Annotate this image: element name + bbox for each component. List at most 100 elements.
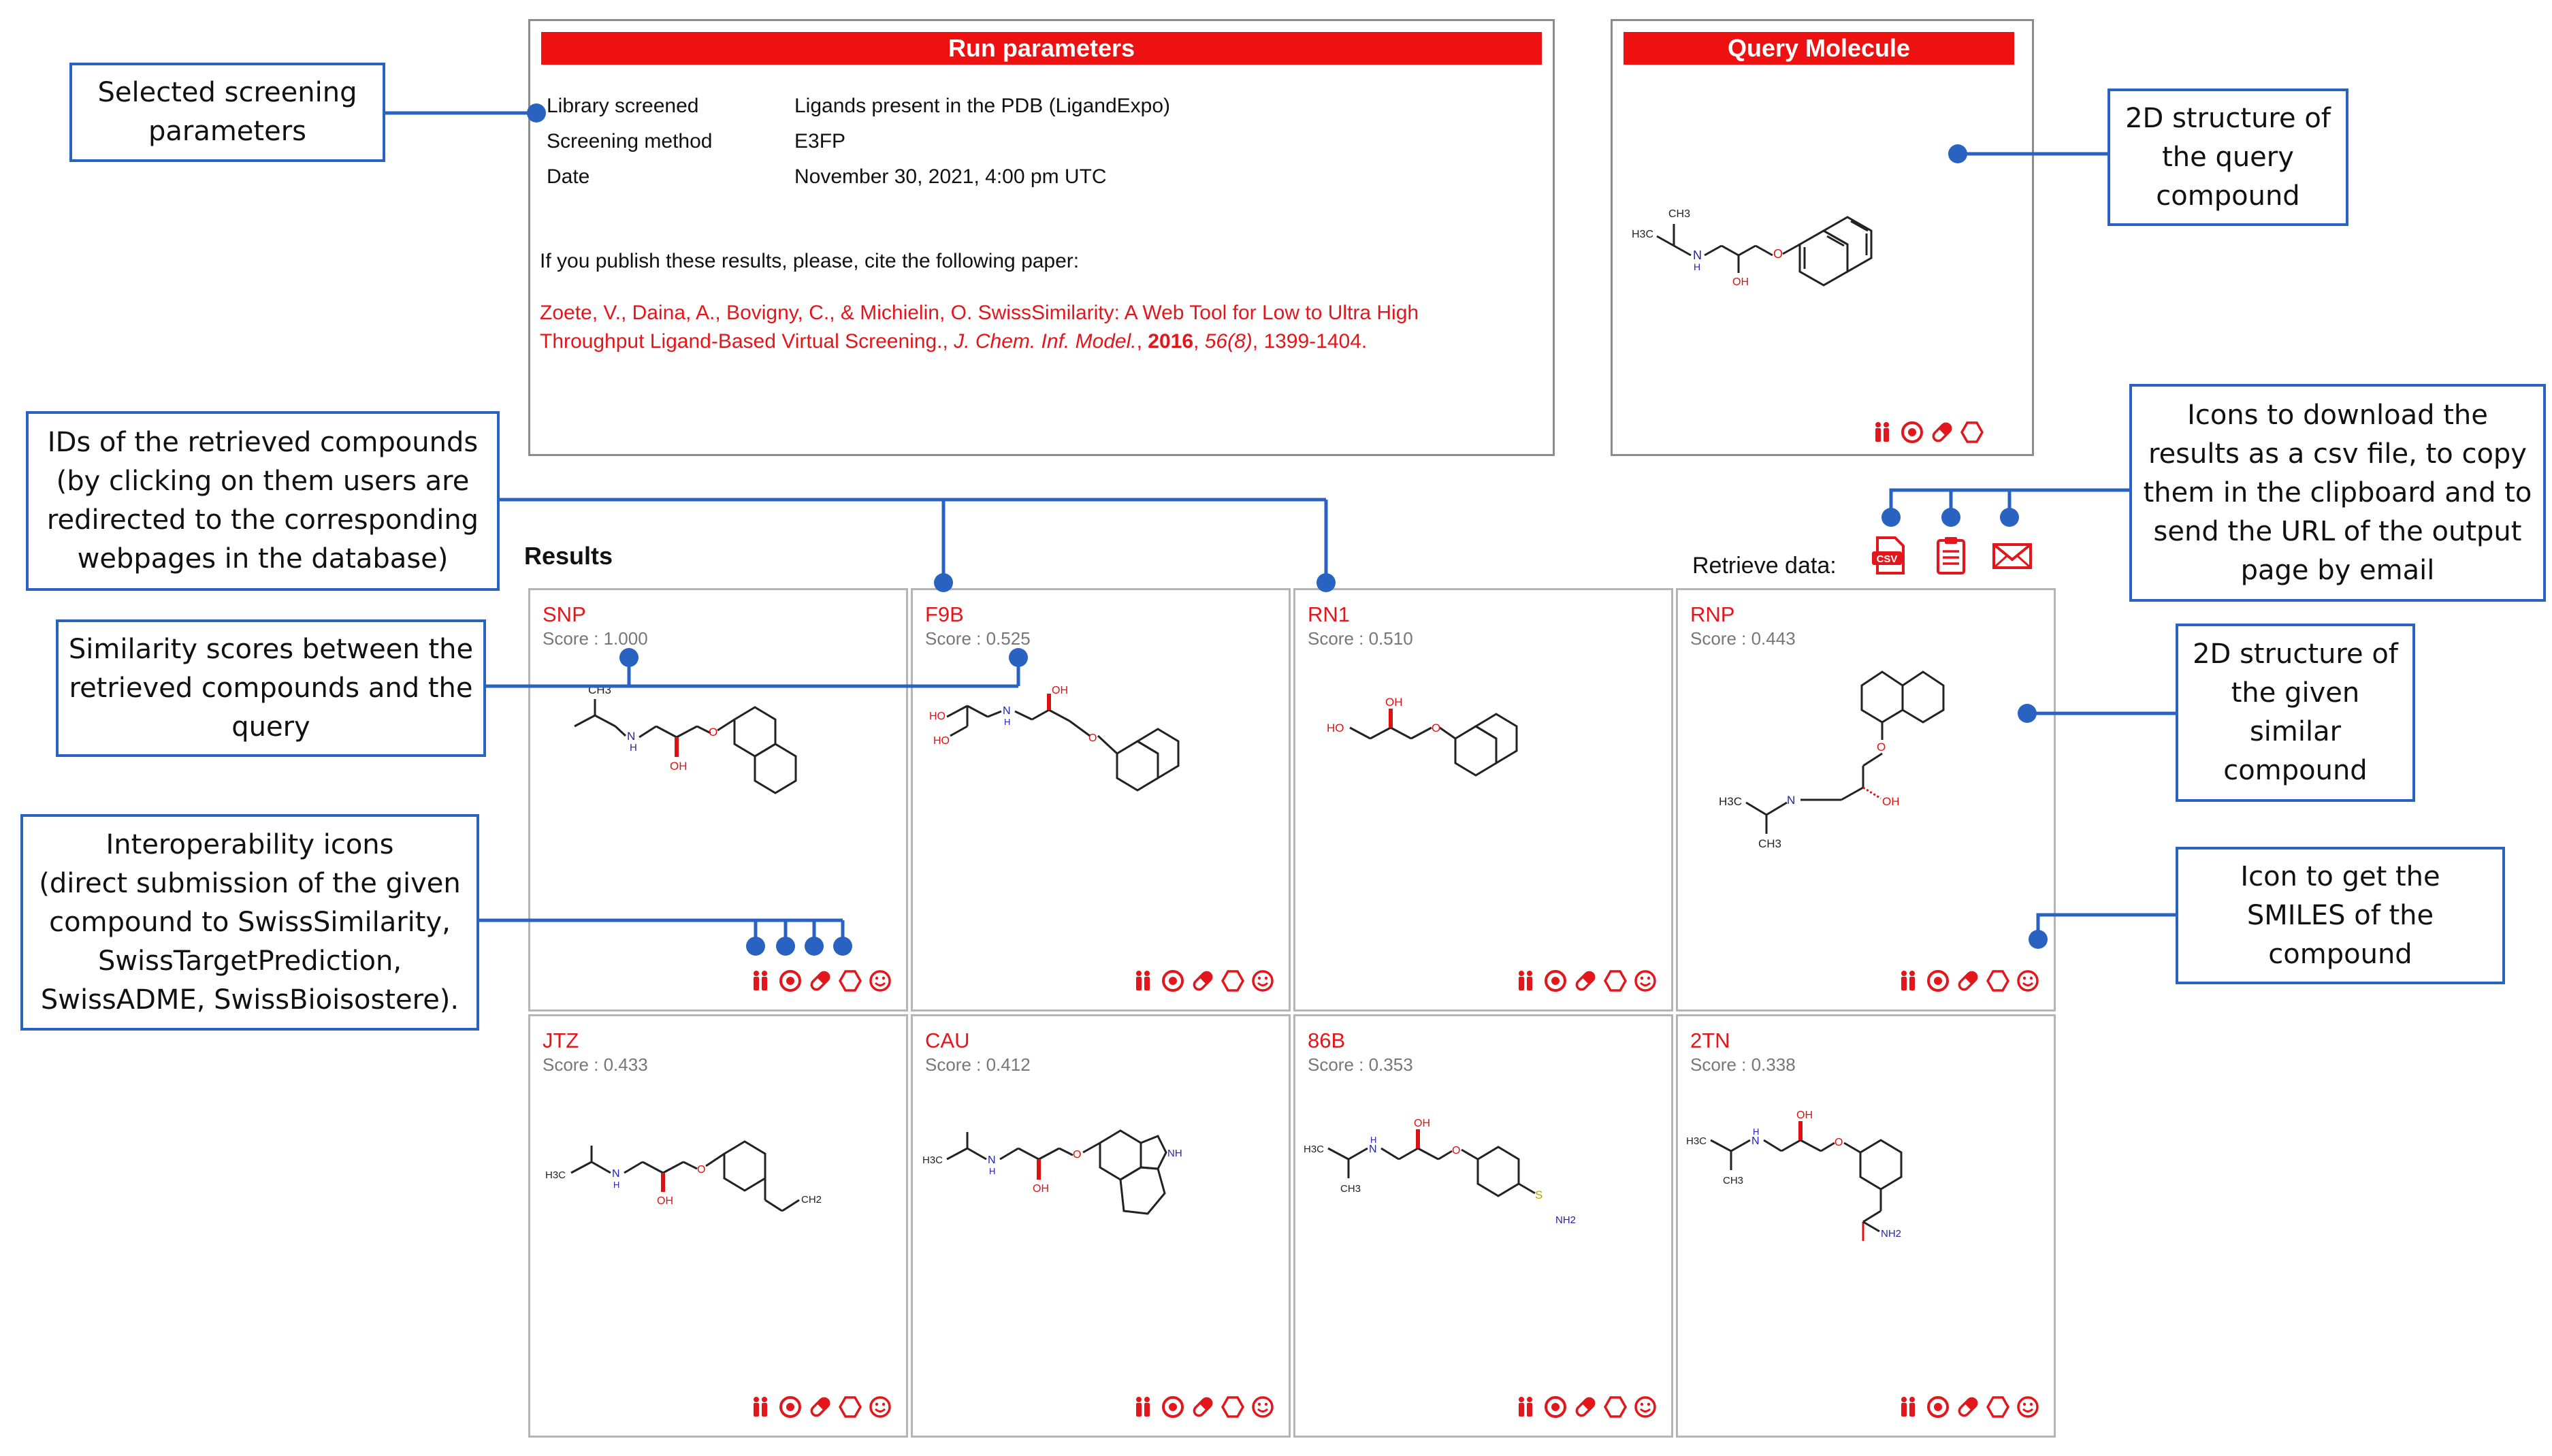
swisstargetprediction-icon[interactable] bbox=[1161, 969, 1185, 993]
svg-text:OH: OH bbox=[1882, 795, 1900, 808]
swissbioisostere-icon[interactable] bbox=[1603, 969, 1628, 993]
svg-text:S: S bbox=[1535, 1188, 1542, 1201]
smiles-icon[interactable] bbox=[868, 969, 892, 993]
swisstargetprediction-icon[interactable] bbox=[778, 1395, 803, 1419]
compound-id-link[interactable]: 2TN bbox=[1690, 1029, 1730, 1052]
swissbioisostere-icon[interactable] bbox=[1221, 1395, 1245, 1419]
smiles-icon[interactable] bbox=[2016, 969, 2040, 993]
swissbioisostere-icon[interactable] bbox=[1986, 1395, 2010, 1419]
compound-structure: H3C N H CH3 OH O S NH2 bbox=[1304, 1118, 1576, 1226]
email-url-icon[interactable] bbox=[1992, 535, 2033, 576]
svg-text:N: N bbox=[1369, 1144, 1377, 1155]
swisssimilarity-icon[interactable] bbox=[1870, 420, 1894, 444]
svg-text:H3C: H3C bbox=[1719, 795, 1742, 808]
swisstargetprediction-icon[interactable] bbox=[1926, 969, 1950, 993]
svg-text:CH2: CH2 bbox=[801, 1194, 822, 1206]
swisstargetprediction-icon[interactable] bbox=[1543, 1395, 1568, 1419]
swisstargetprediction-icon[interactable] bbox=[1543, 969, 1568, 993]
svg-text:O: O bbox=[1088, 732, 1097, 744]
svg-text:CH3: CH3 bbox=[1340, 1183, 1361, 1195]
param-label-library: Library screened bbox=[547, 95, 699, 117]
smiles-icon[interactable] bbox=[1633, 1395, 1658, 1419]
swissadme-icon[interactable] bbox=[1956, 1395, 1980, 1419]
swisssimilarity-icon[interactable] bbox=[1513, 1395, 1538, 1419]
svg-text:H: H bbox=[1004, 717, 1010, 727]
svg-text:CH3: CH3 bbox=[588, 683, 611, 696]
compound-id-link[interactable]: CAU bbox=[925, 1029, 970, 1052]
query-molecule-panel: Query Molecule CH3 H3C N H OH O bbox=[1611, 19, 2034, 456]
smiles-icon[interactable] bbox=[1250, 1395, 1275, 1419]
compound-structure: H3C N H OH O CH2 bbox=[545, 1140, 822, 1212]
svg-text:NH: NH bbox=[1167, 1148, 1182, 1159]
similarity-score: Score : 0.510 bbox=[1308, 628, 1413, 649]
svg-text:OH: OH bbox=[657, 1195, 673, 1207]
swisstargetprediction-icon[interactable] bbox=[1926, 1395, 1950, 1419]
compound-id-link[interactable]: RN1 bbox=[1308, 602, 1351, 626]
swisssimilarity-icon[interactable] bbox=[1131, 969, 1155, 993]
csv-download-icon[interactable]: CSV bbox=[1869, 535, 1910, 576]
query-molecule-title: Query Molecule bbox=[1624, 32, 2014, 65]
swissadme-icon[interactable] bbox=[1191, 1395, 1215, 1419]
swissadme-icon[interactable] bbox=[1573, 969, 1598, 993]
smiles-icon[interactable] bbox=[1633, 969, 1658, 993]
svg-text:N: N bbox=[1787, 794, 1795, 807]
compound-id-link[interactable]: RNP bbox=[1690, 602, 1735, 626]
compound-id-link[interactable]: JTZ bbox=[543, 1029, 579, 1052]
similarity-score: Score : 0.338 bbox=[1690, 1054, 1796, 1075]
swisssimilarity-icon[interactable] bbox=[748, 1395, 773, 1419]
query-atom-n: N bbox=[1693, 248, 1702, 262]
callout-compound-ids: IDs of the retrieved compounds(by clicki… bbox=[26, 411, 500, 591]
swissbioisostere-icon[interactable] bbox=[1603, 1395, 1628, 1419]
swisstargetprediction-icon[interactable] bbox=[778, 969, 803, 993]
svg-text:O: O bbox=[697, 1164, 705, 1176]
retrieve-icons: CSV bbox=[1869, 535, 2033, 576]
query-atom-h3c: H3C bbox=[1632, 229, 1653, 240]
compound-id-link[interactable]: F9B bbox=[925, 602, 964, 626]
svg-text:N: N bbox=[627, 730, 635, 743]
result-card-rn1: RN1 Score : 0.510 OH HO O bbox=[1293, 588, 1673, 1012]
svg-text:O: O bbox=[1073, 1149, 1081, 1161]
similarity-score: Score : 0.353 bbox=[1308, 1054, 1413, 1075]
smiles-icon[interactable] bbox=[1250, 969, 1275, 993]
swissadme-icon[interactable] bbox=[808, 969, 833, 993]
swissadme-icon[interactable] bbox=[1191, 969, 1215, 993]
compound-id-link[interactable]: 86B bbox=[1308, 1029, 1346, 1052]
svg-text:CH3: CH3 bbox=[1758, 837, 1781, 850]
citation[interactable]: Zoete, V., Daina, A., Bovigny, C., & Mic… bbox=[540, 299, 1540, 356]
interop-icons bbox=[748, 969, 892, 993]
compound-id-link[interactable]: SNP bbox=[543, 602, 586, 626]
query-molecule-structure: CH3 H3C N H OH O bbox=[1632, 208, 1873, 288]
swissbioisostere-icon[interactable] bbox=[1960, 420, 1984, 444]
swissbioisostere-icon[interactable] bbox=[1221, 969, 1245, 993]
svg-text:OH: OH bbox=[670, 760, 688, 773]
clipboard-copy-icon[interactable] bbox=[1935, 535, 1967, 576]
swisssimilarity-icon[interactable] bbox=[748, 969, 773, 993]
swisstargetprediction-icon[interactable] bbox=[1161, 1395, 1185, 1419]
swissbioisostere-icon[interactable] bbox=[838, 969, 862, 993]
smiles-icon[interactable] bbox=[2016, 1395, 2040, 1419]
smiles-icon[interactable] bbox=[868, 1395, 892, 1419]
swissbioisostere-icon[interactable] bbox=[1986, 969, 2010, 993]
swissadme-icon[interactable] bbox=[1930, 420, 1954, 444]
swisssimilarity-icon[interactable] bbox=[1513, 969, 1538, 993]
swissbioisostere-icon[interactable] bbox=[838, 1395, 862, 1419]
retrieve-data-label: Retrieve data: bbox=[1692, 553, 1837, 579]
svg-text:NH2: NH2 bbox=[1555, 1214, 1576, 1226]
svg-text:CH3: CH3 bbox=[1723, 1175, 1743, 1186]
swissadme-icon[interactable] bbox=[1956, 969, 1980, 993]
citation-line-1: Zoete, V., Daina, A., Bovigny, C., & Mic… bbox=[540, 302, 1419, 324]
svg-text:OH: OH bbox=[1385, 696, 1403, 709]
swisssimilarity-icon[interactable] bbox=[1896, 969, 1920, 993]
swissadme-icon[interactable] bbox=[808, 1395, 833, 1419]
interop-icons bbox=[748, 1395, 892, 1419]
query-atom-h: H bbox=[1694, 261, 1700, 272]
result-card-86b: 86B Score : 0.353 H3C N H CH3 OH O S NH2 bbox=[1293, 1014, 1673, 1438]
swisssimilarity-icon[interactable] bbox=[1896, 1395, 1920, 1419]
swisssimilarity-icon[interactable] bbox=[1131, 1395, 1155, 1419]
citation-line-2: Throughput Ligand-Based Virtual Screenin… bbox=[540, 330, 1368, 353]
swisstargetprediction-icon[interactable] bbox=[1900, 420, 1924, 444]
swissadme-icon[interactable] bbox=[1573, 1395, 1598, 1419]
query-atom-oh: OH bbox=[1732, 276, 1749, 288]
